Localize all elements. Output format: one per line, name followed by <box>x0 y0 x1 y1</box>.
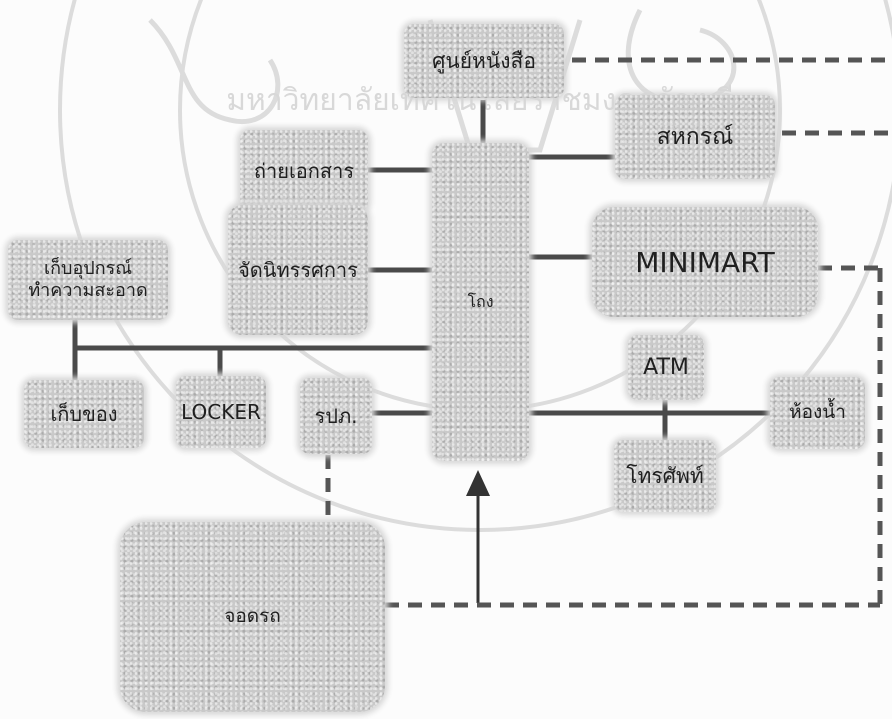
node-restroom-label: ห้องน้ำ <box>789 401 846 424</box>
node-cooperative: สหกรณ์ <box>615 95 775 179</box>
node-hall: โถง <box>432 143 529 461</box>
node-library-label: ศูนย์หนังสือ <box>432 48 536 73</box>
node-atm: ATM <box>628 335 704 400</box>
node-locker: LOCKER <box>176 376 266 448</box>
node-library: ศูนย์หนังสือ <box>404 24 564 98</box>
node-telephone-label: โทรศัพท์ <box>626 463 704 488</box>
watermark-flourish-left <box>148 18 281 124</box>
node-locker-label: LOCKER <box>181 399 261 424</box>
node-photocopy: ถ่ายเอกสาร <box>240 130 368 212</box>
node-hall-label: โถง <box>467 292 494 311</box>
node-storage: เก็บของ <box>24 380 144 448</box>
node-telephone: โทรศัพท์ <box>614 440 716 512</box>
node-parking: จอดรถ <box>120 522 385 712</box>
node-exhibition-label: จัดนิทรรศการ <box>238 257 358 282</box>
dashed-connectors <box>325 57 892 610</box>
node-parking-label: จอดรถ <box>224 605 281 628</box>
node-minimart-label: MINIMART <box>635 245 775 279</box>
watermark-outer-ring <box>58 0 892 532</box>
node-security: รปภ. <box>300 378 372 454</box>
node-exhibition: จัดนิทรรศการ <box>228 205 368 335</box>
node-minimart: MINIMART <box>592 207 818 317</box>
node-restroom: ห้องน้ำ <box>770 377 865 449</box>
node-photocopy-label: ถ่ายเอกสาร <box>253 158 355 183</box>
node-cooperative-label: สหกรณ์ <box>656 123 734 150</box>
entrance-arrow <box>466 470 490 603</box>
node-storage-label: เก็บของ <box>50 401 118 426</box>
entrance-arrow-head <box>466 470 490 496</box>
node-cleaning-storage: เก็บอุปกรณ์ ทำความสะอาด <box>8 240 168 320</box>
node-atm-label: ATM <box>643 354 689 380</box>
solid-connectors <box>72 100 770 440</box>
node-security-label: รปภ. <box>314 403 358 428</box>
node-cleaning-storage-label: เก็บอุปกรณ์ ทำความสะอาด <box>28 257 148 302</box>
